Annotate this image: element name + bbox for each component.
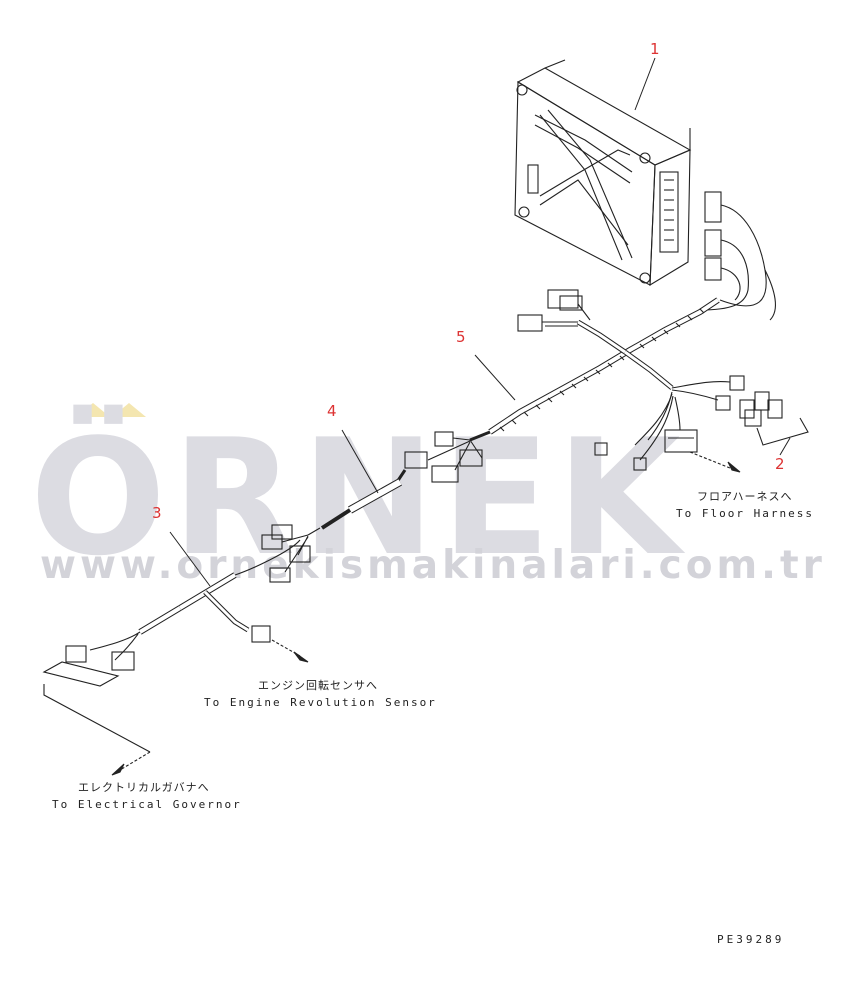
- engine-sensor-label: To Engine Revolution Sensor: [204, 696, 437, 709]
- drawing-code: PE39289: [717, 933, 785, 946]
- callout-1: 1: [650, 40, 660, 58]
- engine-sensor-label-jp: エンジン回転センサへ: [258, 679, 378, 692]
- callout-5: 5: [456, 328, 466, 346]
- watermark-dot-right: [112, 403, 146, 417]
- callout-2: 2: [775, 455, 785, 473]
- watermark-brand: ÖRNEK: [30, 404, 687, 591]
- callout-3: 3: [152, 504, 162, 522]
- floor-harness-label-jp: フロアハーネスへ: [697, 490, 793, 503]
- floor-harness-label: To Floor Harness: [676, 507, 814, 520]
- governor-label: To Electrical Governor: [52, 798, 242, 811]
- governor-label-jp: エレクトリカルガバナへ: [78, 781, 210, 794]
- watermark-dot-left: [76, 403, 110, 417]
- callout-4: 4: [327, 402, 337, 420]
- controller-unit: [514, 59, 692, 287]
- watermark-url: www.ornekismakinalari.com.tr: [40, 543, 826, 588]
